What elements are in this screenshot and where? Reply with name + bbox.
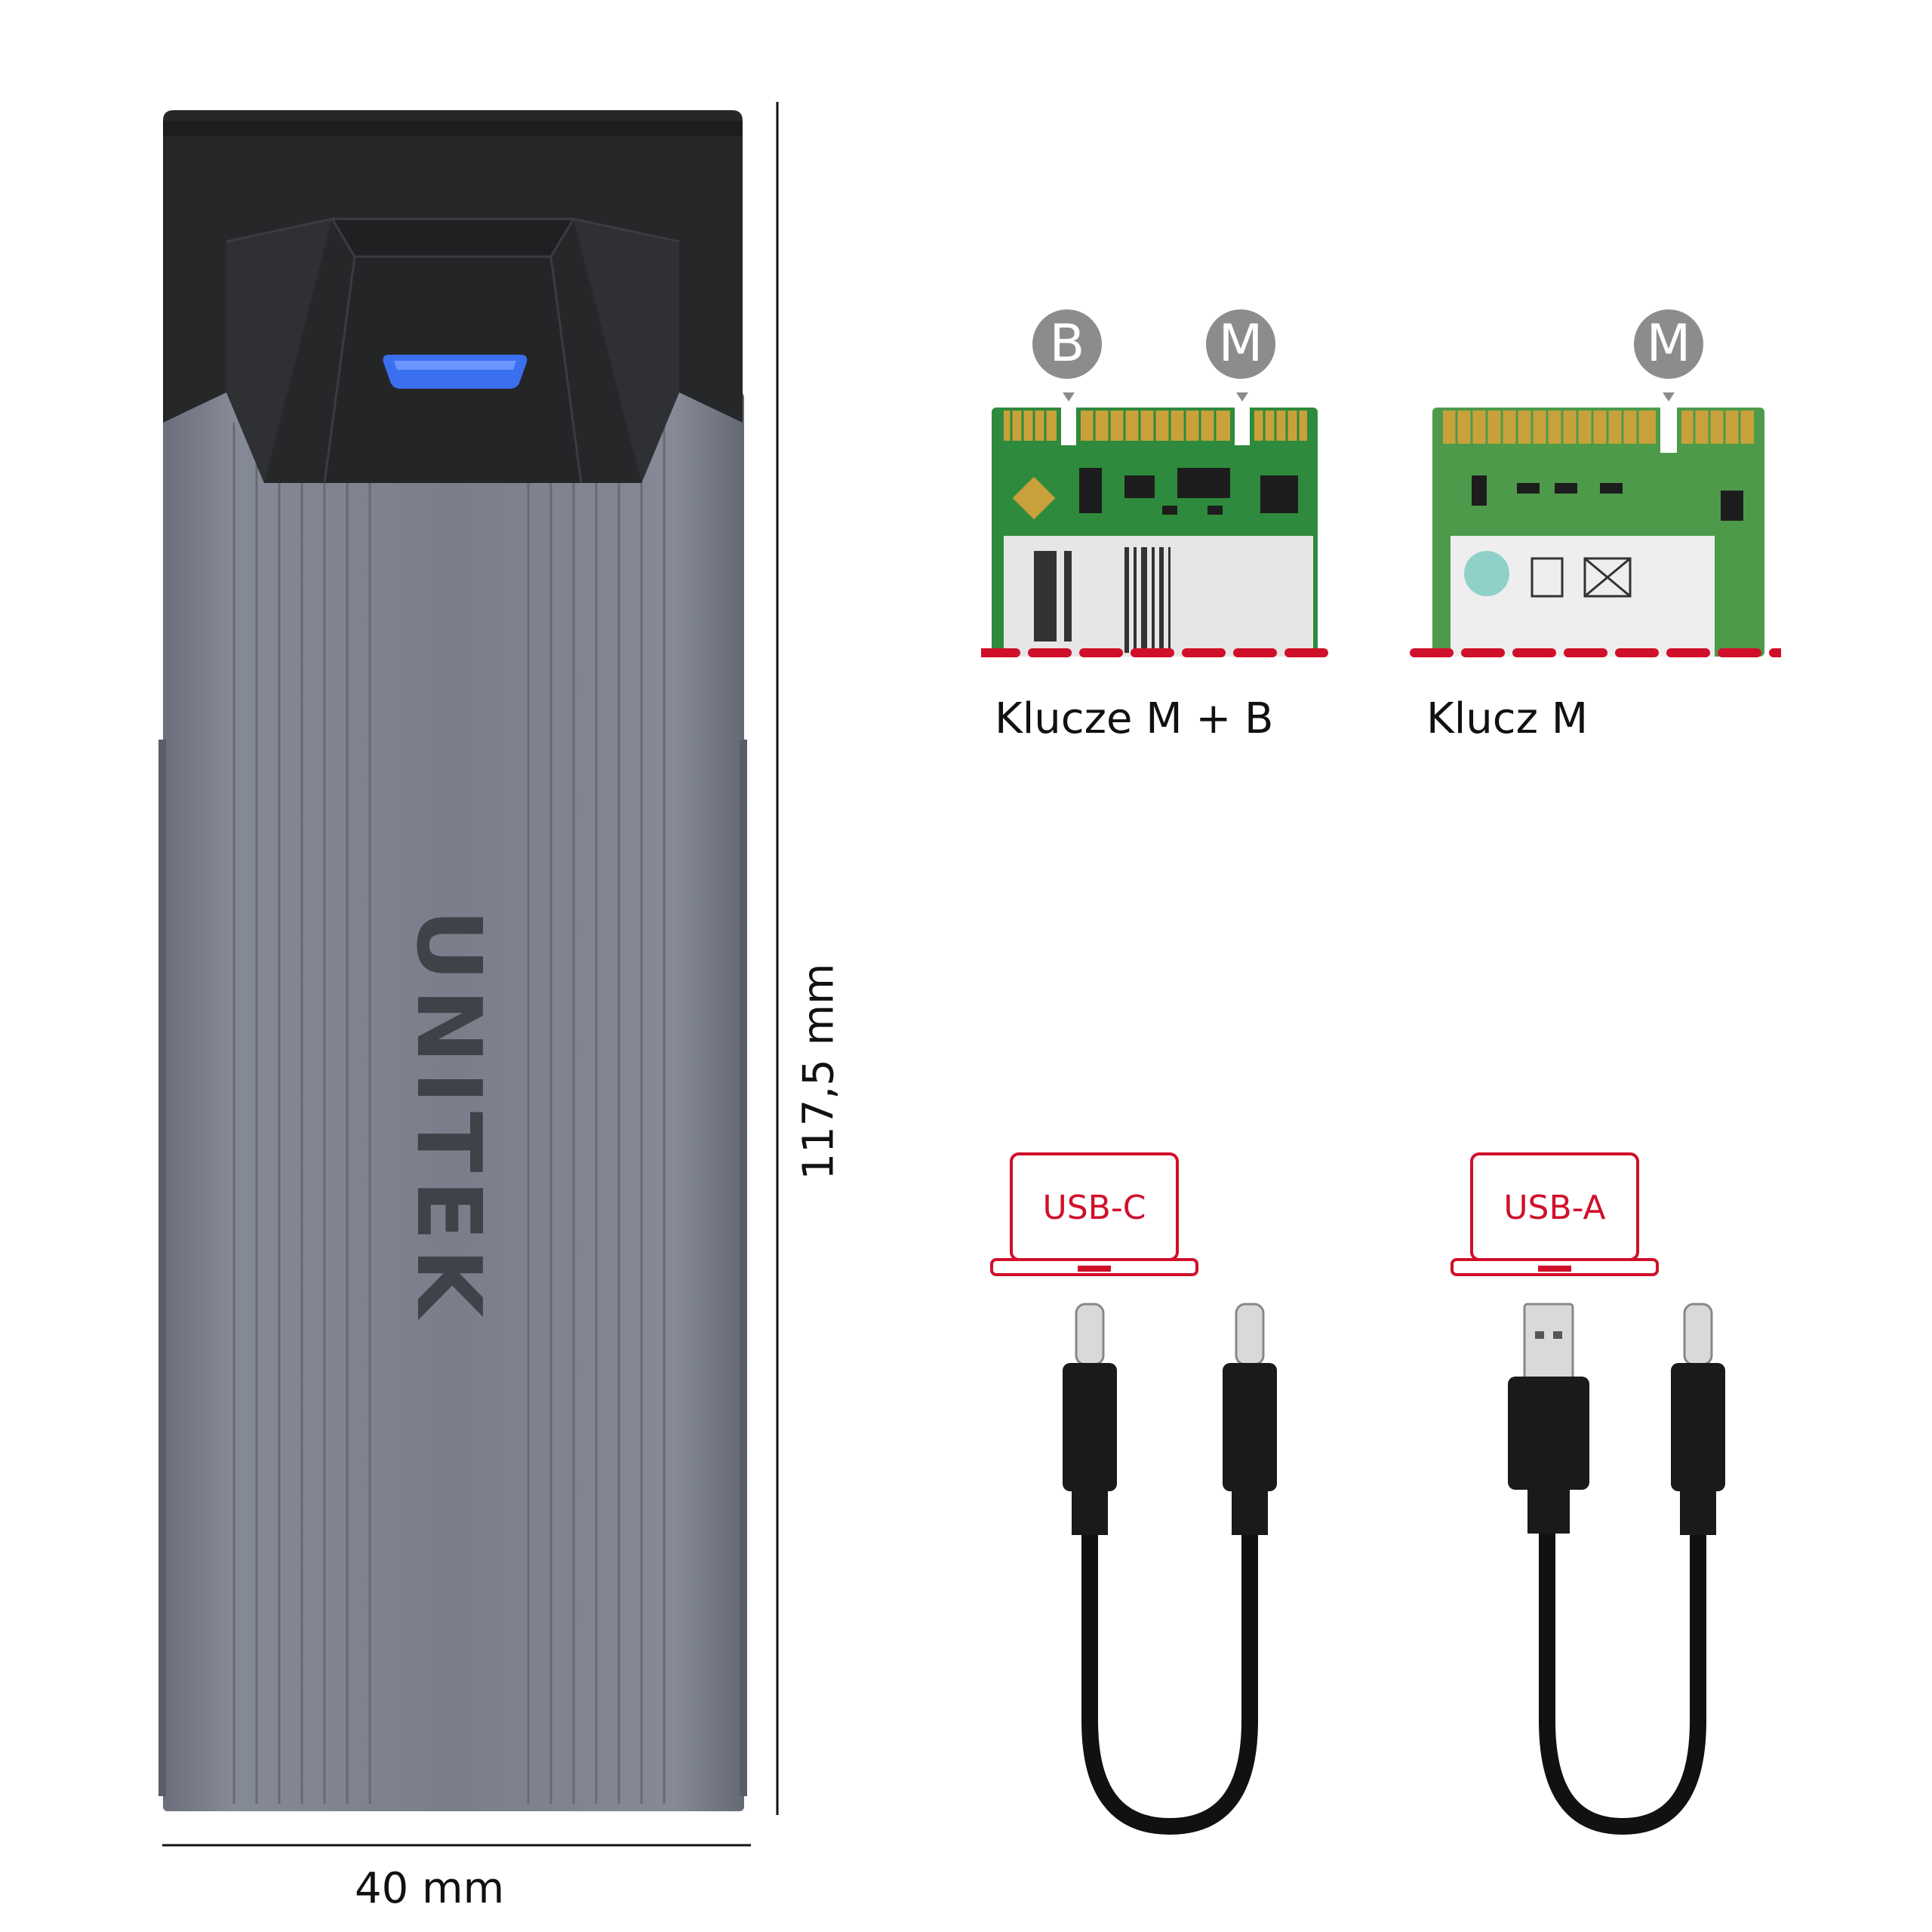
usb-a-label: USB-A: [1503, 1189, 1606, 1227]
key-badge-b: B: [1032, 309, 1102, 379]
key-badge-m: M: [1206, 309, 1275, 379]
usb-a-to-c-cable: [1494, 1298, 1736, 1841]
width-dimension-line: [162, 1841, 751, 1849]
length-dimension-line: [774, 102, 781, 1815]
key-label-m-b: Klucze M + B: [995, 694, 1274, 743]
laptop-usb-a-icon: [1449, 1151, 1660, 1279]
led-indicator-icon: [383, 355, 528, 389]
key-badge-m-only: M: [1634, 309, 1703, 379]
ssd-card-m-b-key: [981, 385, 1328, 664]
length-dimension-label: 117,5 mm: [794, 963, 844, 1180]
ssd-card-m-key: [1404, 385, 1781, 664]
enclosure-illustration: [158, 110, 747, 1811]
usb-c-label: USB-C: [1042, 1189, 1146, 1227]
key-label-m: Klucz M: [1426, 694, 1589, 743]
laptop-usb-c-icon: [989, 1151, 1200, 1279]
usb-c-to-c-cable: [1049, 1298, 1291, 1841]
brand-logo: UNITEK: [397, 909, 501, 1325]
width-dimension-label: 40 mm: [355, 1864, 505, 1913]
ssd-enclosure: [158, 106, 747, 1819]
